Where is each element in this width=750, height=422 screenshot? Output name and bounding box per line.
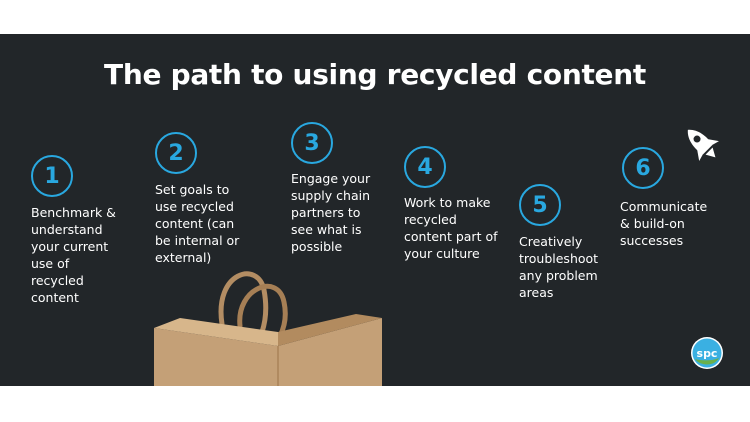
- step-5-number: 5: [519, 184, 561, 226]
- step-6-number: 6: [622, 147, 664, 189]
- step-4-text: Work to make recycled content part of yo…: [404, 195, 498, 261]
- step-4-number: 4: [404, 146, 446, 188]
- step-2-text: Set goals to use recycled content (can b…: [155, 182, 240, 265]
- step-3-number: 3: [291, 122, 333, 164]
- step-3-text: Engage your supply chain partners to see…: [291, 171, 371, 254]
- spc-logo-text: spc: [697, 347, 718, 360]
- slide-title: The path to using recycled content: [104, 58, 646, 91]
- step-6-text: Communicate & build-on successes: [620, 199, 708, 248]
- spc-logo: spc: [691, 337, 723, 369]
- step-5-text: Creatively troubleshoot any problem area…: [519, 234, 599, 300]
- step-1-number: 1: [31, 155, 73, 197]
- rocket-icon: [687, 129, 719, 161]
- step-1-text: Benchmark & understand your current use …: [31, 205, 116, 305]
- step-2-number: 2: [155, 132, 197, 174]
- slide-panel: The path to using recycled content 1 Ben…: [0, 34, 750, 386]
- paper-bag-image: [154, 271, 382, 386]
